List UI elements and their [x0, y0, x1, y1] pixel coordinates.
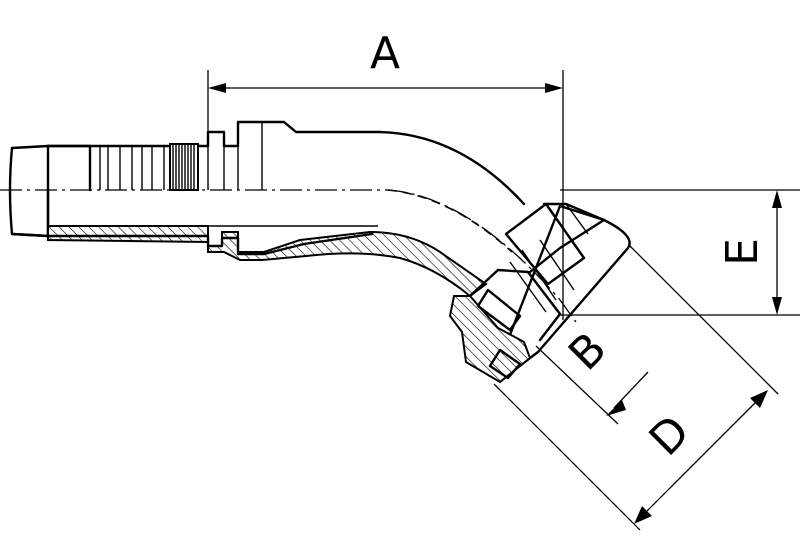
section-view-lower: [10, 188, 513, 298]
flange: [448, 202, 631, 384]
oring-groove: [476, 288, 522, 332]
label-b: B: [559, 323, 616, 380]
extension-line-d-right: [629, 245, 779, 395]
arrow-a-right: [545, 83, 563, 93]
arrow-a-left: [208, 83, 226, 93]
dimension-d: D: [493, 245, 779, 531]
label-e: E: [717, 238, 768, 266]
label-a: A: [370, 28, 400, 79]
arrow-e-top: [772, 190, 782, 208]
bend-outer-outline: [378, 130, 526, 206]
dimension-b: B: [535, 323, 649, 425]
collar-outline: [196, 120, 382, 148]
hidden-bore: [387, 189, 513, 253]
barbs: [89, 146, 165, 190]
hose-tail: [8, 120, 382, 238]
dimension-line-d: [643, 399, 759, 515]
dimension-a: A: [207, 28, 564, 320]
knurl: [169, 143, 199, 191]
label-d: D: [640, 406, 700, 466]
arrow-d-bottom: [634, 506, 652, 524]
dimension-e: E: [560, 189, 800, 316]
arrow-d-top: [750, 390, 768, 408]
extension-line-d-left: [493, 383, 641, 531]
arrow-e-bottom: [772, 297, 782, 315]
nipple-tip: [8, 144, 50, 238]
extension-line-b: [535, 345, 619, 425]
hatched-wall: [47, 225, 488, 298]
arrow-b: [606, 400, 626, 416]
dimension-line-b: [613, 371, 649, 409]
flange-hatched-section: [448, 295, 532, 384]
